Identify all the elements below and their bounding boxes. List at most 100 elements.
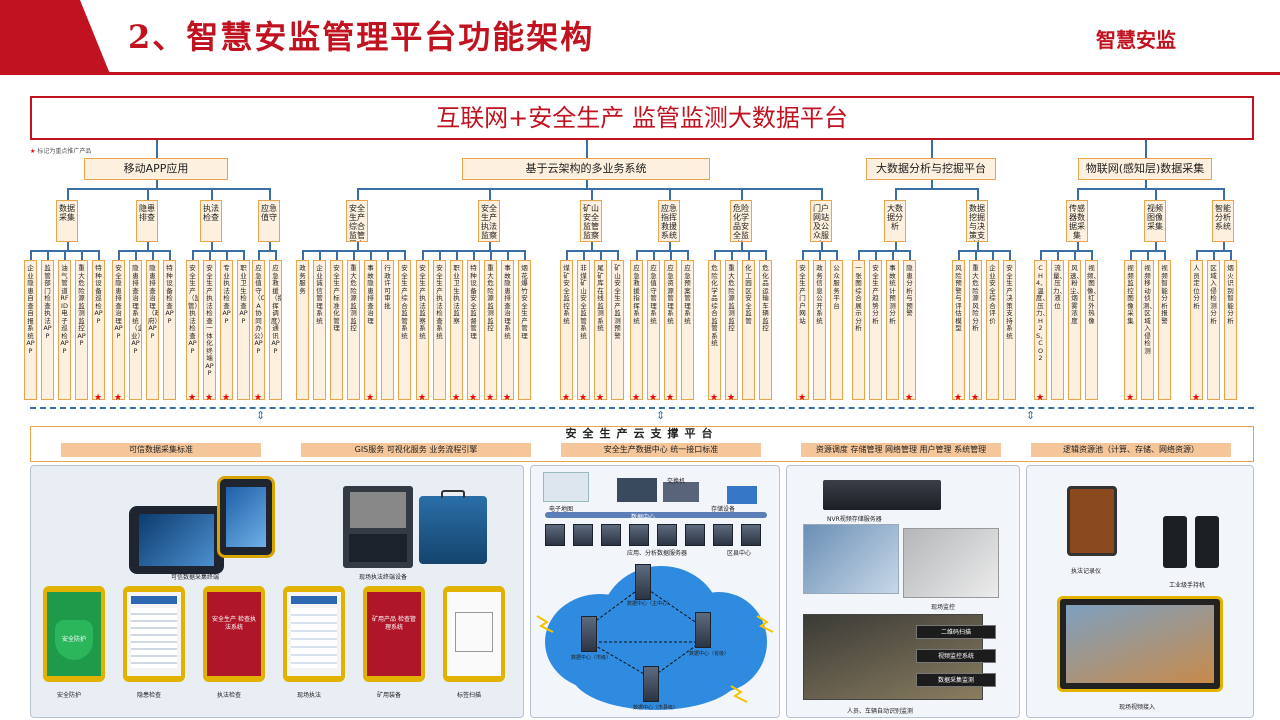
subcategory-box: 数据挖掘与决策支持 [966,200,988,242]
network-links [536,585,774,703]
function-box: 职业卫生执法监察 [450,260,463,400]
tree-connector [836,250,838,260]
radio-icon [1195,516,1219,568]
tree-connector [895,242,897,250]
star-icon: ★ [954,393,963,403]
function-box: 烟花爆竹安全生产管理 [518,260,531,400]
function-box: 视频、图像、红外热像 [1085,260,1098,400]
tree-connector [1145,180,1147,189]
function-box: 企业安全综合评价 [986,260,999,400]
star-icon: ★ [469,393,478,403]
function-box: 应急预案管理系统 [681,260,694,400]
tree-connector [765,250,767,260]
subcategory-box: 隐患排查 [136,200,158,242]
star-icon: ★ [94,393,103,403]
function-box: 视频智能分析报警 [1158,260,1171,400]
support-chip: 资源调度 存储管理 网络管理 用户管理 系统管理 [801,443,1001,457]
tree-connector [98,250,100,260]
tree-connector [1155,242,1157,250]
tree-connector [319,250,321,260]
tree-connector [211,242,213,250]
equipment-case [419,490,487,564]
camera-view [903,528,999,598]
subcategory-box: 视频图像采集 [1144,200,1166,242]
phone-device: 安全防护 [43,586,105,682]
monitor-icon [617,478,657,502]
tree-connector [147,188,149,200]
legend-note: ★ 标记为重点推广产品 [30,146,91,155]
tree-connector [748,250,750,260]
tree-connector [802,250,804,260]
subcategory-box: 智能分析系统 [1212,200,1234,242]
menu-item: 数据采集监测 [916,673,996,687]
tree-connector [821,242,823,250]
function-box: 重大危险源监测监控 [725,260,738,400]
tree-connector [507,250,509,260]
tree-connector [67,188,271,190]
menu-item: 视频监控系统 [916,649,996,663]
server-icon [573,524,593,546]
function-box: 特种设备巡检APP [92,260,105,400]
tree-connector [258,250,277,252]
caption-terminal: 可信数据采集终端 [171,574,220,581]
tree-connector [714,250,716,260]
server-icon [545,524,565,546]
function-box: 行政许可审批 [381,260,394,400]
tree-connector [583,250,585,260]
star-icon: ★ [452,393,461,403]
tree-connector [653,250,655,260]
network-bus [545,512,767,518]
map-label: 电子地图 [549,506,574,513]
phone-device [283,586,345,682]
tree-connector [617,250,619,260]
star-icon: ★ [205,393,214,403]
tree-connector [1145,140,1147,158]
function-box: 非煤矿山安全监管系统 [577,260,590,400]
function-box: 公众服务平台 [830,260,843,400]
subcategory-box: 大数据分析 [884,200,906,242]
tree-connector [714,250,767,252]
tree-connector [1074,250,1076,260]
tree-connector [1077,188,1079,200]
star-icon: ★ [222,393,231,403]
tree-connector [118,250,120,260]
datacenter-rack [695,612,711,648]
star-icon: ★ [30,148,36,155]
function-box: 矿山安全生产监测预警 [611,260,624,400]
function-box: 重大危险源监测监控APP [75,260,88,400]
function-box: 监管部门检查执法APP [41,260,54,400]
tree-connector [456,250,458,260]
tree-connector [731,250,733,260]
star-icon: ★ [649,393,658,403]
function-box: 政务服务 [296,260,309,400]
tree-connector [490,250,492,260]
function-box: 专业执法检查APP [220,260,233,400]
bidirectional-arrow-icon: ⇕ [656,409,666,422]
cloud-link-label: 区县中心 [727,550,752,557]
caption-body-cam: 执法记录仪 [1071,568,1102,575]
tree-connector [269,242,271,250]
subcategory-box: 传感器数据采集 [1066,200,1088,242]
caption-recorder: NVR视频存储服务器 [827,516,882,523]
support-platform: 安全生产云支撑平台 可信数据采集标准 GIS服务 可视化服务 业务流程引擎 安全… [30,426,1254,462]
tree-connector [258,250,260,260]
function-box: 烟火识别智能分析 [1224,260,1237,400]
caption-radio: 工业级手持机 [1169,582,1206,589]
star-icon: ★ [114,393,123,403]
caption-monitor: 现场视频接入 [1119,704,1156,711]
tree-connector [636,250,689,252]
app-splash-text: 安全生产 检查执法系统 [212,616,256,631]
function-box: 危险化学品综合监管系统 [708,260,721,400]
tree-connector [269,188,271,200]
server-icon [629,524,649,546]
function-box: 企业隐患自查自报系统APP [24,260,37,400]
tree-connector [670,250,672,260]
tree-connector [302,250,304,260]
star-icon: ★ [1036,393,1045,403]
tree-connector [169,250,171,260]
datacenter-rack [643,666,659,702]
menu-item: 二维码扫描 [916,625,996,639]
tree-connector [336,250,338,260]
tree-connector [156,140,158,158]
tree-connector [636,250,638,260]
